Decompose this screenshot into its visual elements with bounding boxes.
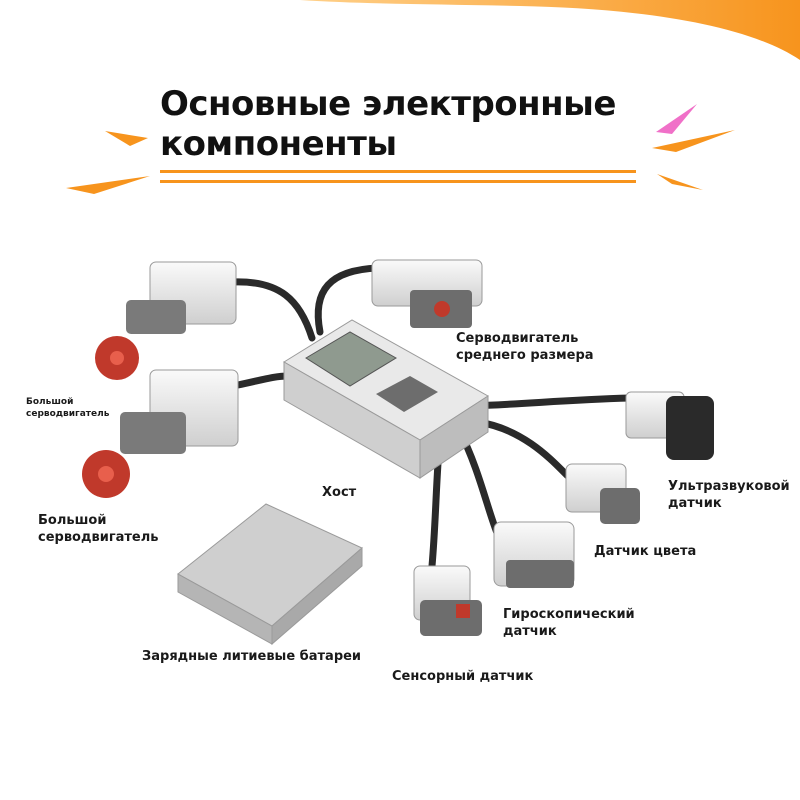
color-sensor-label: Датчик цвета xyxy=(594,544,697,559)
page-title: Основные электронные компоненты xyxy=(160,84,616,164)
color-sensor xyxy=(565,463,640,524)
label-line: Ультразвуковой xyxy=(668,479,790,494)
battery-pack xyxy=(177,503,363,646)
label-line: датчик xyxy=(668,496,722,511)
gyro-label: Гироскопический датчик xyxy=(503,606,635,640)
title-line: компоненты xyxy=(160,124,397,164)
host-label: Хост xyxy=(322,485,357,500)
large-motor-lower xyxy=(82,369,239,498)
label-line: Большой xyxy=(38,513,107,528)
label-line: Большой xyxy=(26,397,74,407)
large-motor-small-label: Большой серводвигатель xyxy=(26,396,109,420)
touch-sensor-label: Сенсорный датчик xyxy=(392,669,534,684)
label-line: Гироскопический xyxy=(503,607,635,622)
title-underline xyxy=(160,180,636,183)
orange-stroke-icon xyxy=(105,131,148,146)
label-line: среднего размера xyxy=(456,348,594,363)
gyro-sensor xyxy=(493,521,575,588)
label-line: датчик xyxy=(503,624,557,639)
ultrasonic-sensor xyxy=(625,391,714,460)
orange-stroke-icon xyxy=(657,174,703,190)
label-line: Серводвигатель xyxy=(456,331,579,346)
battery-label: Зарядные литиевые батареи xyxy=(142,649,362,664)
large-motor-upper xyxy=(95,261,237,380)
pink-stroke-icon xyxy=(656,104,697,134)
corner-swoosh-icon xyxy=(300,0,800,60)
large-motor-label: Большой серводвигатель xyxy=(38,512,158,546)
label-line: серводвигатель xyxy=(38,530,159,545)
medium-motor-label: Серводвигатель среднего размера xyxy=(456,330,594,364)
medium-motor xyxy=(371,259,483,328)
orange-stroke-icon xyxy=(66,176,150,194)
title-line: Основные электронные xyxy=(160,84,616,124)
orange-stroke-icon xyxy=(652,130,735,152)
host-brick xyxy=(283,319,489,479)
touch-sensor xyxy=(413,565,482,636)
title-underline xyxy=(160,170,636,173)
ultrasonic-label: Ультразвуковой датчик xyxy=(668,478,790,512)
label-line: серводвигатель xyxy=(26,409,110,419)
